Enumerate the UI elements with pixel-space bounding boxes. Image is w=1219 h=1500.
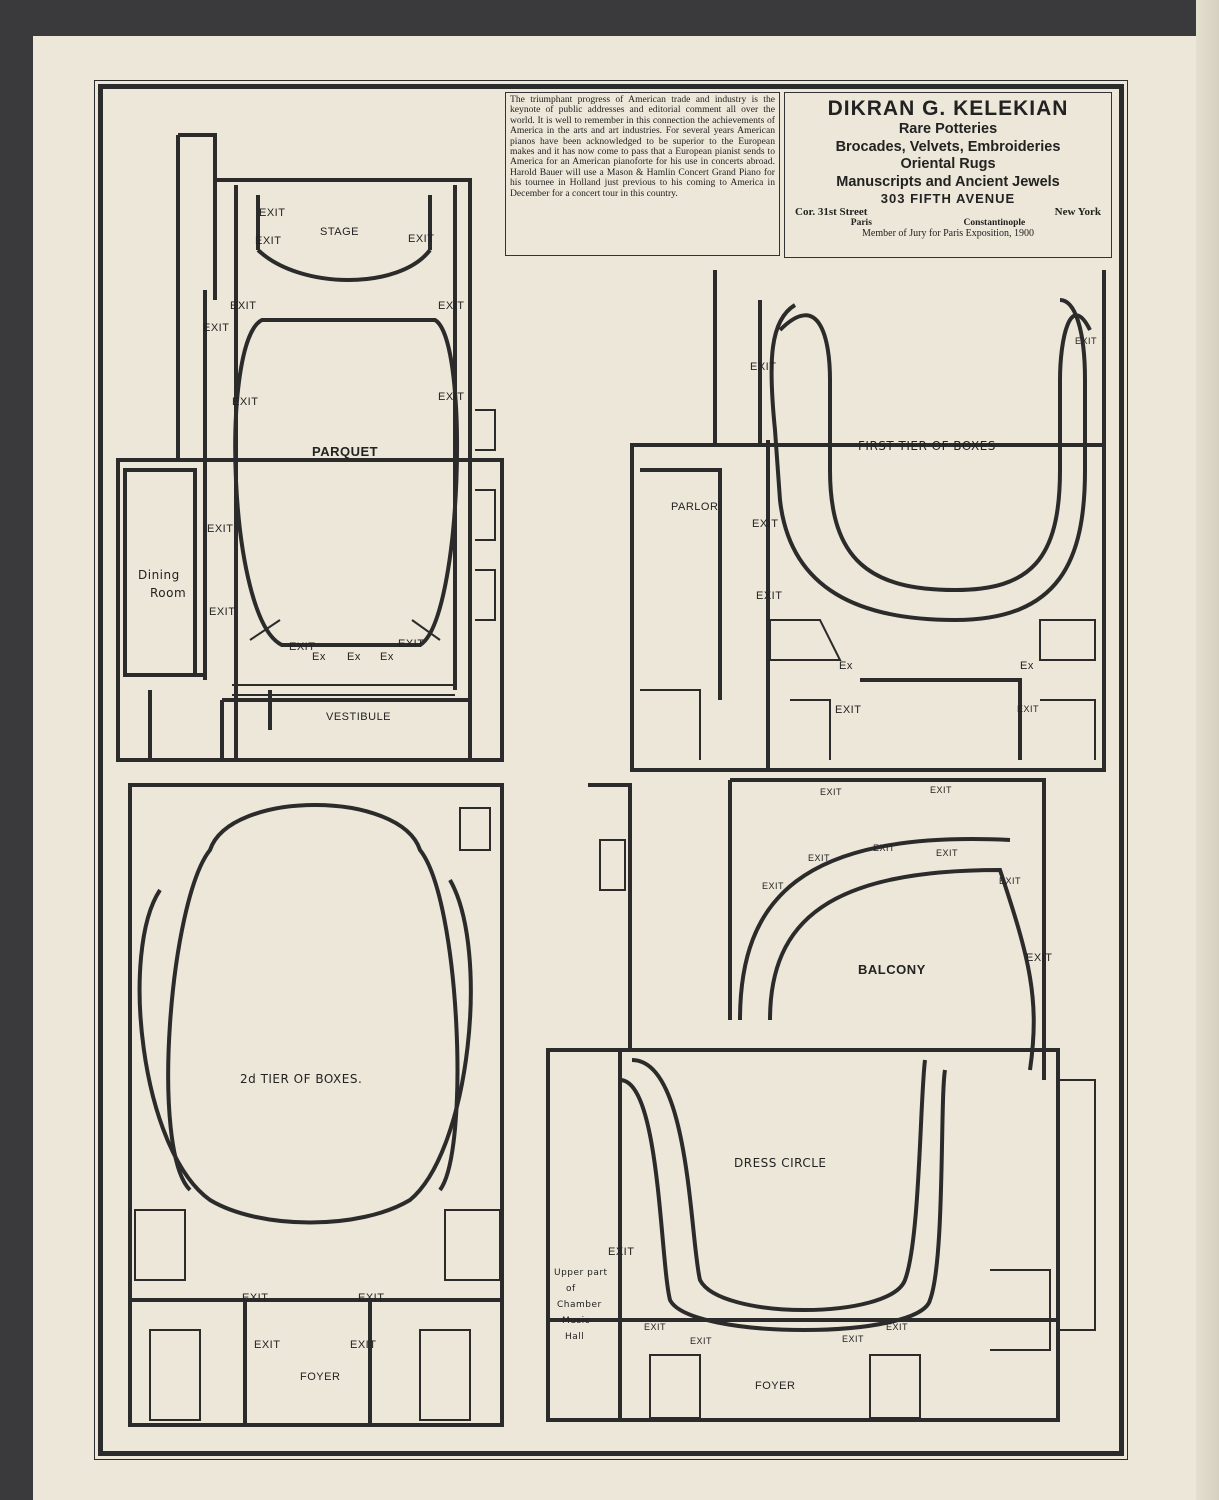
stage-label: STAGE [320, 226, 359, 238]
ad-line: Oriental Rugs [900, 156, 996, 172]
ex-label: Ex [347, 651, 361, 663]
upper-part-label-2: of [566, 1284, 576, 1294]
exit-label: EXIT [358, 1292, 385, 1304]
exit-label: EXIT [873, 843, 896, 853]
exit-label: EXIT [232, 396, 259, 408]
exit-label: EXIT [690, 1336, 713, 1346]
exit-label: EXIT [999, 876, 1022, 886]
exit-label: EXIT [438, 391, 465, 403]
exit-label: EXIT [438, 300, 465, 312]
upper-part-label: Upper part [554, 1268, 608, 1278]
ad-location-row: Cor. 31st Street New York [785, 206, 1111, 218]
exit-label: EXIT [254, 1339, 281, 1351]
exit-label: EXIT [242, 1292, 269, 1304]
second-tier-title: 2d TIER OF BOXES. [240, 1072, 363, 1086]
parlor-label: PARLOR [671, 501, 719, 513]
kelekian-advertisement: DIKRAN G. KELEKIAN Rare Potteries Brocad… [784, 92, 1112, 258]
exit-label: EXIT [808, 853, 831, 863]
exit-label: EXIT [398, 638, 425, 650]
exit-label: EXIT [930, 785, 953, 795]
exit-label: EXIT [752, 518, 779, 530]
second-tier-plan [128, 783, 504, 1427]
ex-label: Ex [839, 660, 853, 672]
exit-label: EXIT [1017, 704, 1040, 714]
ad-name: DIKRAN G. KELEKIAN [827, 97, 1069, 120]
upper-part-label-4: Music [562, 1316, 591, 1326]
ad-branch: Constantinople [963, 218, 1026, 228]
dress-circle-title: DRESS CIRCLE [734, 1156, 827, 1170]
exit-label: EXIT [259, 207, 286, 219]
ad-jury: Member of Jury for Paris Exposition, 190… [862, 228, 1034, 239]
ex-label: Ex [1020, 660, 1034, 672]
exit-label: EXIT [762, 881, 785, 891]
exit-label: EXIT [289, 641, 316, 653]
exit-label: EXIT [1075, 336, 1098, 346]
exit-label: EXIT [255, 235, 282, 247]
parquet-title: PARQUET [312, 444, 379, 459]
parquet-plan [116, 133, 504, 762]
exit-label: EXIT [209, 606, 236, 618]
exit-label: EXIT [820, 787, 843, 797]
exit-label: EXIT [756, 590, 783, 602]
ad-line: Brocades, Velvets, Embroideries [835, 138, 1061, 155]
ex-label: Ex [312, 651, 326, 663]
ad-corner: Cor. 31st Street [795, 206, 868, 218]
upper-part-label-5: Hall [565, 1332, 585, 1342]
exit-label: EXIT [207, 523, 234, 535]
exit-label: EXIT [842, 1334, 865, 1344]
exit-label: EXIT [408, 233, 435, 245]
exit-label: EXIT [886, 1322, 909, 1332]
exit-label: EXIT [936, 848, 959, 858]
exit-label: EXIT [644, 1322, 667, 1332]
exit-label: EXIT [203, 322, 230, 334]
balcony-title: BALCONY [858, 962, 926, 977]
foyer-label: FOYER [755, 1380, 796, 1392]
news-note: The triumphant progress of American trad… [505, 92, 780, 256]
ad-branch: Paris [850, 218, 872, 228]
exit-label: EXIT [350, 1339, 377, 1351]
ad-address: 303 FIFTH AVENUE [880, 191, 1016, 206]
first-tier-title: FIRST TIER OF BOXES [858, 439, 996, 453]
foyer-label: FOYER [300, 1371, 341, 1383]
exit-label: EXIT [230, 300, 257, 312]
ex-label: Ex [380, 651, 394, 663]
exit-label: EXIT [835, 704, 862, 716]
dining-room-label-2: Room [150, 586, 187, 600]
exit-label: EXIT [750, 361, 777, 373]
ad-line: Manuscripts and Ancient Jewels [836, 173, 1060, 190]
exit-label: EXIT [608, 1246, 635, 1258]
exit-label: EXIT [1026, 952, 1053, 964]
balcony-plan [546, 778, 1096, 1422]
dining-room-label: Dining [138, 568, 180, 582]
first-tier-plan [630, 270, 1106, 772]
page-binding-edge [1196, 0, 1219, 1500]
ad-branch-row: Paris Constantinople [785, 218, 1111, 228]
vestibule-label: VESTIBULE [326, 711, 392, 723]
upper-part-label-3: Chamber [557, 1300, 602, 1310]
ad-line: Rare Potteries [898, 121, 998, 137]
page-border-frame [94, 80, 1128, 1460]
ad-city: New York [1054, 206, 1101, 218]
